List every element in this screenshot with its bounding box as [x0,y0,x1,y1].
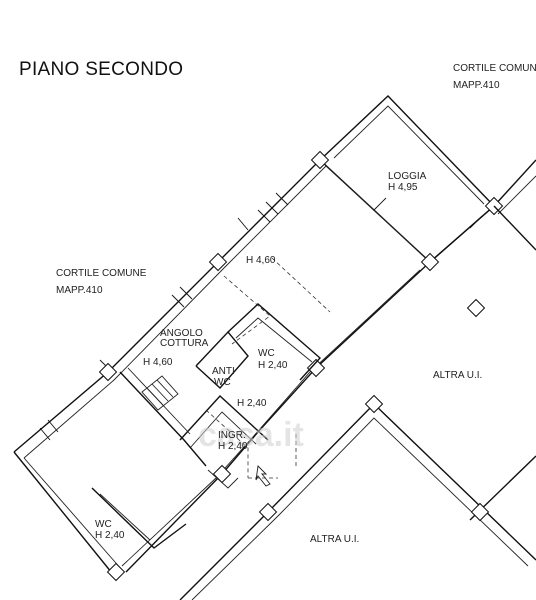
right-party-wall [125,261,431,573]
other-unit-outline [179,205,536,600]
floor-title: PIANO SECONDO [19,59,183,80]
anti-wc-label-1: ANTI [212,366,235,377]
wc-top-height: H 2,40 [258,360,288,371]
wc-bottom-walls [91,487,187,549]
kitchen-label-2: COTTURA [160,338,209,349]
loggia-inner [333,105,485,205]
corridor-walls [179,395,269,441]
loggia-label: LOGGIA [388,171,427,182]
entrance-height: H 2,40 [218,441,248,452]
bottom-end-wall [13,451,117,579]
living-height: H 4,60 [246,255,276,266]
kitchen-partition [119,371,207,467]
wc-top-label: WC [258,348,275,359]
stairs [141,375,179,411]
bottom-end-wall-inner [23,457,123,571]
entrance-door [207,469,239,489]
kitchen-height: H 4,60 [143,357,173,368]
pillars [98,150,504,582]
top-end-wall-inner [325,165,427,259]
cortile-left-mapp: MAPP.410 [56,285,103,296]
interior-walls [91,303,321,549]
apartment-outline [13,95,536,579]
cortile-top-mapp: MAPP.410 [453,80,500,91]
kitchen-label-1: ANGOLO [160,328,203,339]
loggia-height: H 4,95 [388,182,418,193]
corridor-height: H 2,40 [237,398,267,409]
wc-bottom-height: H 2,40 [95,530,125,541]
wc-bottom-label: WC [95,519,112,530]
right-boundary-lower [429,205,495,263]
entrance-arrow-icon [255,465,271,487]
right-boundary [493,159,536,207]
watermark-text: casa.it [198,416,304,454]
window-ticks [39,192,483,441]
right-boundary-2 [497,175,536,215]
cortile-left-label: CORTILE COMUNE [56,268,147,279]
anti-wc-label-2: WC [214,377,231,388]
other-unit-top-label: ALTRA U.I. [433,370,482,381]
dashed-lines [205,257,331,479]
cortile-top-label: CORTILE COMUNE [453,63,536,74]
other-unit-bottom-label: ALTRA U.I. [310,534,359,545]
left-facade-inner [23,165,327,459]
anti-wc-walls [195,330,249,390]
right-party-wall-inner [121,269,421,567]
left-facade-wall [13,159,321,453]
entrance-label: INGR. [218,430,246,441]
wc-top-walls [227,303,321,381]
